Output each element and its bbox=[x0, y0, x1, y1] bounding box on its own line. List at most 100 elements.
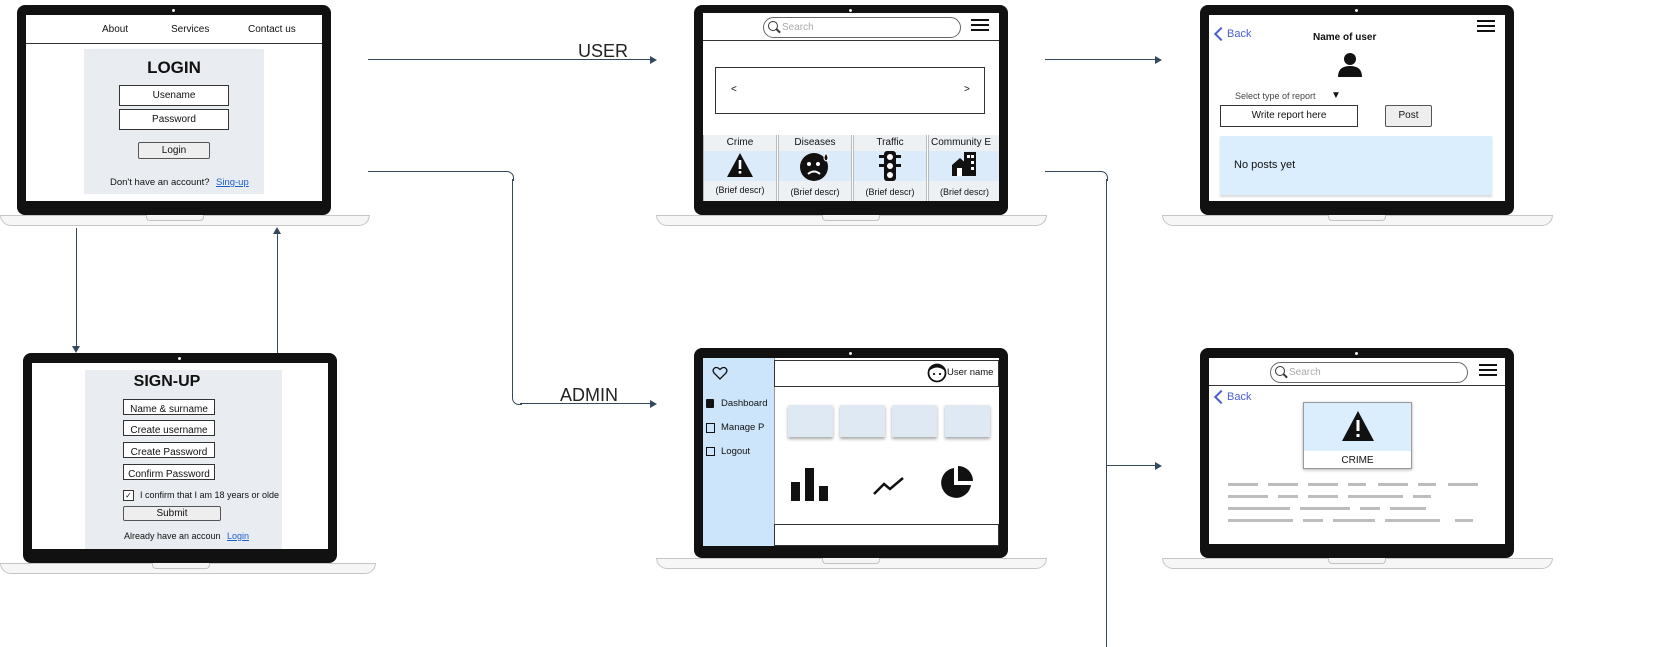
search-icon bbox=[1275, 366, 1285, 376]
signup-title: SIGN-UP bbox=[133, 373, 201, 390]
connector-home-detail bbox=[1106, 179, 1107, 647]
submit-button[interactable]: Submit bbox=[123, 506, 221, 521]
stat-card[interactable] bbox=[892, 405, 937, 437]
header-bar bbox=[1209, 358, 1505, 386]
nav-contact[interactable]: Contact us bbox=[248, 24, 296, 35]
header-bar bbox=[703, 13, 999, 41]
menu-label: Logout bbox=[721, 446, 751, 457]
menu-icon[interactable] bbox=[1479, 364, 1497, 378]
menu-dashboard[interactable]: Dashboard bbox=[706, 397, 774, 411]
connector-home-detail bbox=[1106, 465, 1155, 466]
login-link[interactable]: Login bbox=[227, 531, 250, 541]
logout-icon bbox=[706, 447, 715, 456]
login-button[interactable]: Login bbox=[138, 142, 210, 159]
crime-detail-screen: Search Back CRIME bbox=[1209, 358, 1505, 544]
stat-card[interactable] bbox=[840, 405, 885, 437]
category-desc: (Brief descr) bbox=[715, 185, 765, 195]
connector-admin bbox=[368, 171, 508, 172]
user-home-screen: Search < > Crime (Brief descr) Diseases … bbox=[703, 13, 999, 201]
category-community[interactable]: Community E (Brief descr) bbox=[928, 135, 999, 201]
back-button[interactable]: Back bbox=[1213, 389, 1263, 406]
traffic-light-icon bbox=[879, 151, 901, 181]
warning-icon bbox=[727, 153, 753, 177]
chevron-left-icon bbox=[1213, 26, 1229, 42]
arrowhead bbox=[273, 227, 281, 234]
edge-label-user: USER bbox=[578, 41, 629, 61]
login-screen: About Services Contact us LOGIN Usename … bbox=[26, 15, 322, 201]
login-title: LOGIN bbox=[147, 58, 201, 77]
admin-sidebar: Dashboard Manage P Logout bbox=[703, 358, 775, 546]
carousel-prev-button[interactable]: < bbox=[731, 84, 737, 95]
back-label: Back bbox=[1227, 391, 1252, 403]
back-button[interactable]: Back bbox=[1213, 26, 1263, 43]
stat-card[interactable] bbox=[788, 405, 833, 437]
arrowhead bbox=[1155, 462, 1162, 470]
bar-chart-icon[interactable] bbox=[791, 468, 829, 501]
carousel: < > bbox=[715, 67, 985, 114]
category-desc: (Brief descr) bbox=[939, 187, 989, 197]
age-checkbox[interactable]: ✓ bbox=[123, 490, 134, 501]
category-diseases[interactable]: Diseases (Brief descr) bbox=[778, 135, 852, 201]
nav-about[interactable]: About bbox=[102, 24, 129, 35]
user-face-icon bbox=[927, 363, 947, 383]
connector-corner bbox=[1098, 171, 1108, 181]
search-input[interactable]: Search bbox=[1270, 362, 1468, 383]
menu-label: Manage P bbox=[721, 422, 765, 433]
arrowhead bbox=[650, 56, 657, 64]
category-title: Diseases bbox=[794, 137, 836, 148]
name-surname-field[interactable]: Name & surname bbox=[123, 399, 215, 415]
arrowhead bbox=[72, 346, 80, 353]
user-avatar-icon bbox=[1338, 53, 1362, 77]
report-text-field[interactable]: Write report here bbox=[1220, 105, 1358, 127]
password-field[interactable]: Password bbox=[119, 109, 229, 130]
admin-user-name[interactable]: User name bbox=[947, 367, 994, 378]
connector-user bbox=[368, 59, 650, 60]
already-account-text: Already have an accoun bbox=[124, 531, 221, 541]
connector-signup-login bbox=[277, 234, 278, 353]
post-button[interactable]: Post bbox=[1385, 105, 1432, 127]
category-title: Community E bbox=[931, 137, 992, 148]
admin-header: User name bbox=[774, 360, 999, 387]
select-report-label[interactable]: Select type of report bbox=[1235, 91, 1316, 101]
menu-icon[interactable] bbox=[1477, 20, 1495, 34]
age-confirm-label: I confirm that I am 18 years or olde bbox=[140, 490, 280, 500]
create-username-field[interactable]: Create username bbox=[123, 420, 215, 436]
connector-admin bbox=[520, 403, 650, 404]
category-title: Traffic bbox=[876, 137, 904, 148]
menu-manage[interactable]: Manage P bbox=[706, 421, 774, 435]
clipboard-icon bbox=[706, 399, 714, 408]
line-chart-icon[interactable] bbox=[873, 476, 905, 496]
search-input[interactable]: Search bbox=[763, 17, 961, 38]
sick-face-icon bbox=[800, 152, 829, 181]
connector-home-detail bbox=[1045, 171, 1099, 172]
category-traffic[interactable]: Traffic (Brief descr) bbox=[853, 135, 927, 201]
menu-logout[interactable]: Logout bbox=[706, 445, 774, 459]
top-nav: About Services Contact us bbox=[26, 15, 322, 44]
chevron-left-icon bbox=[1213, 389, 1229, 405]
category-title: Crime bbox=[726, 137, 754, 148]
username-field[interactable]: Usename bbox=[119, 85, 229, 106]
stat-card[interactable] bbox=[945, 405, 990, 437]
menu-icon[interactable] bbox=[971, 19, 989, 33]
category-crime[interactable]: Crime (Brief descr) bbox=[703, 135, 777, 201]
heart-icon bbox=[712, 366, 728, 380]
connector-admin-corner bbox=[504, 171, 514, 181]
chevron-down-icon[interactable]: ▼ bbox=[1331, 90, 1341, 101]
arrowhead bbox=[1155, 56, 1162, 64]
connector-admin-corner bbox=[512, 395, 522, 405]
search-icon bbox=[768, 21, 778, 31]
category-label: CRIME bbox=[1341, 455, 1374, 466]
create-password-field[interactable]: Create Password bbox=[123, 442, 215, 458]
connector-admin bbox=[512, 179, 513, 395]
nav-services[interactable]: Services bbox=[171, 24, 210, 35]
confirm-password-field[interactable]: Confirm Password bbox=[123, 464, 215, 480]
community-building-icon bbox=[952, 152, 976, 176]
connector-login-signup bbox=[76, 228, 77, 346]
login-panel: LOGIN Usename Password Login Don't have … bbox=[84, 49, 264, 194]
carousel-next-button[interactable]: > bbox=[964, 84, 970, 95]
arrowhead bbox=[650, 400, 657, 408]
category-desc: (Brief descr) bbox=[790, 187, 840, 197]
signup-link[interactable]: Sing-up bbox=[216, 177, 249, 188]
pie-chart-icon[interactable] bbox=[939, 466, 973, 500]
report-screen: Back Name of user Select type of report … bbox=[1209, 15, 1505, 201]
